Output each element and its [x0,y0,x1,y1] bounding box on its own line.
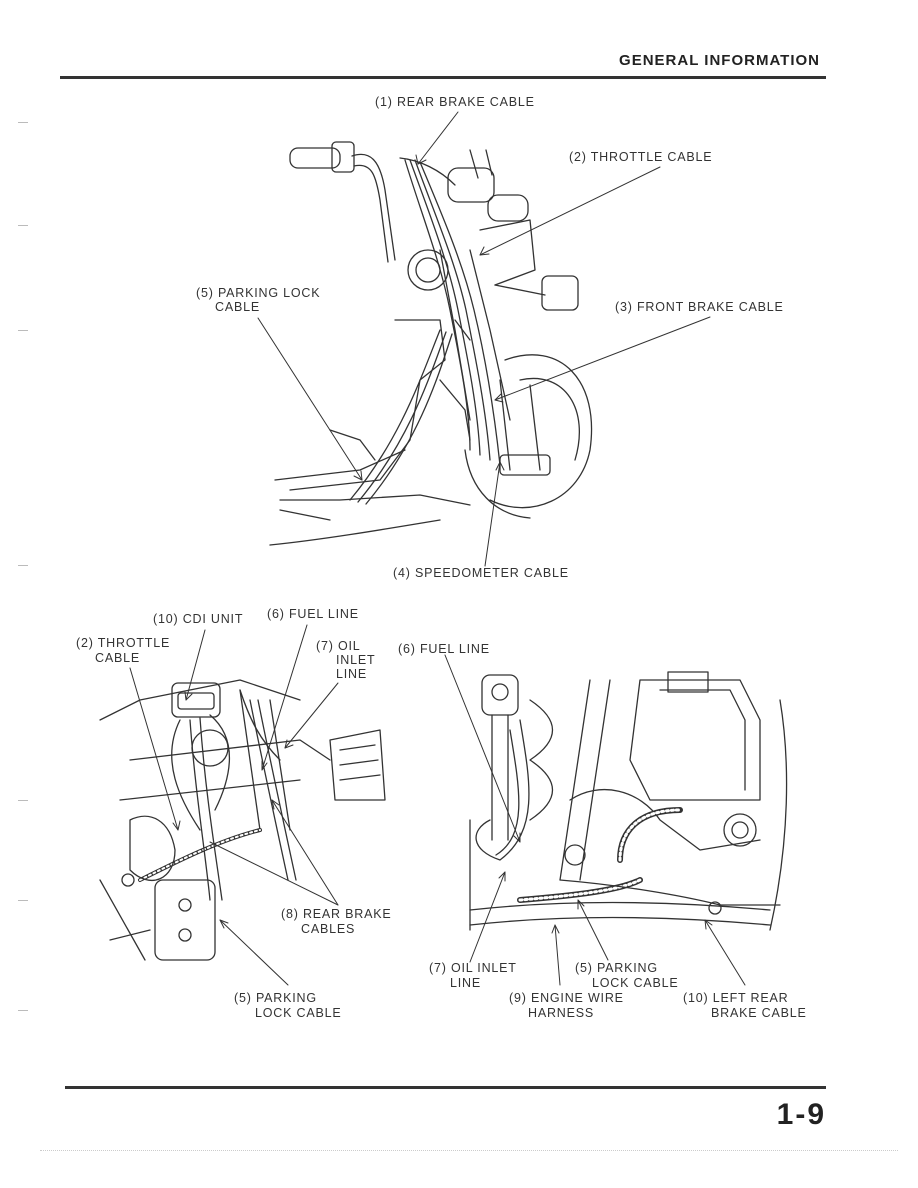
footer-rule [65,1086,826,1089]
top-scooter-drawing [269,141,593,546]
label-parking-lock-cable-line2: CABLE [215,300,260,314]
bottom-right-drawing [469,671,788,931]
label-front-brake-cable: (3) FRONT BRAKE CABLE [615,300,784,314]
page-number: 1-9 [776,1098,826,1131]
label-oil-inlet-line-left-line1: (7) OIL [316,639,361,653]
scan-edge [40,1150,898,1152]
margin-tick [18,225,28,226]
margin-tick [18,122,28,123]
label-oil-inlet-line-left-line2: INLET [336,653,376,667]
margin-tick [18,330,28,331]
label-cdi-unit: (10) CDI UNIT [153,612,244,626]
label-throttle-cable: (2) THROTTLE CABLE [569,150,713,164]
label-parking-lock-cable-left-line1: (5) PARKING [234,991,317,1005]
label-rear-brake-cable: (1) REAR BRAKE CABLE [375,95,535,109]
label-parking-lock-cable-line1: (5) PARKING LOCK [196,286,321,300]
bottom-left-leader-lines [129,624,339,986]
bottom-right-leader-lines [444,654,746,986]
label-oil-inlet-line-right-line2: LINE [450,976,481,990]
header-rule [60,76,826,79]
label-rear-brake-cables-line1: (8) REAR BRAKE [281,907,392,921]
label-oil-inlet-line-left-line3: LINE [336,667,367,681]
label-left-rear-brake-cable-line2: BRAKE CABLE [711,1006,807,1020]
label-throttle-cable-left-line1: (2) THROTTLE [76,636,171,650]
label-fuel-line-left: (6) FUEL LINE [267,607,359,621]
label-fuel-line-right: (6) FUEL LINE [398,642,490,656]
top-leader-lines [257,111,711,567]
label-parking-lock-cable-right-line1: (5) PARKING [575,961,658,975]
label-engine-wire-harness-line2: HARNESS [528,1006,595,1020]
page-header-title: GENERAL INFORMATION [619,52,820,69]
margin-tick [18,565,28,566]
margin-tick [18,800,28,801]
label-oil-inlet-line-right-line1: (7) OIL INLET [429,961,517,975]
label-rear-brake-cables-line2: CABLES [301,922,356,936]
margin-tick [18,1010,28,1011]
bottom-left-drawing [99,679,386,961]
label-parking-lock-cable-left-line2: LOCK CABLE [255,1006,342,1020]
label-engine-wire-harness-line1: (9) ENGINE WIRE [509,991,624,1005]
label-parking-lock-cable-right-line2: LOCK CABLE [592,976,679,990]
margin-tick [18,900,28,901]
label-left-rear-brake-cable-line1: (10) LEFT REAR [683,991,789,1005]
label-speedometer-cable: (4) SPEEDOMETER CABLE [393,566,569,580]
label-throttle-cable-left-line2: CABLE [95,651,140,665]
